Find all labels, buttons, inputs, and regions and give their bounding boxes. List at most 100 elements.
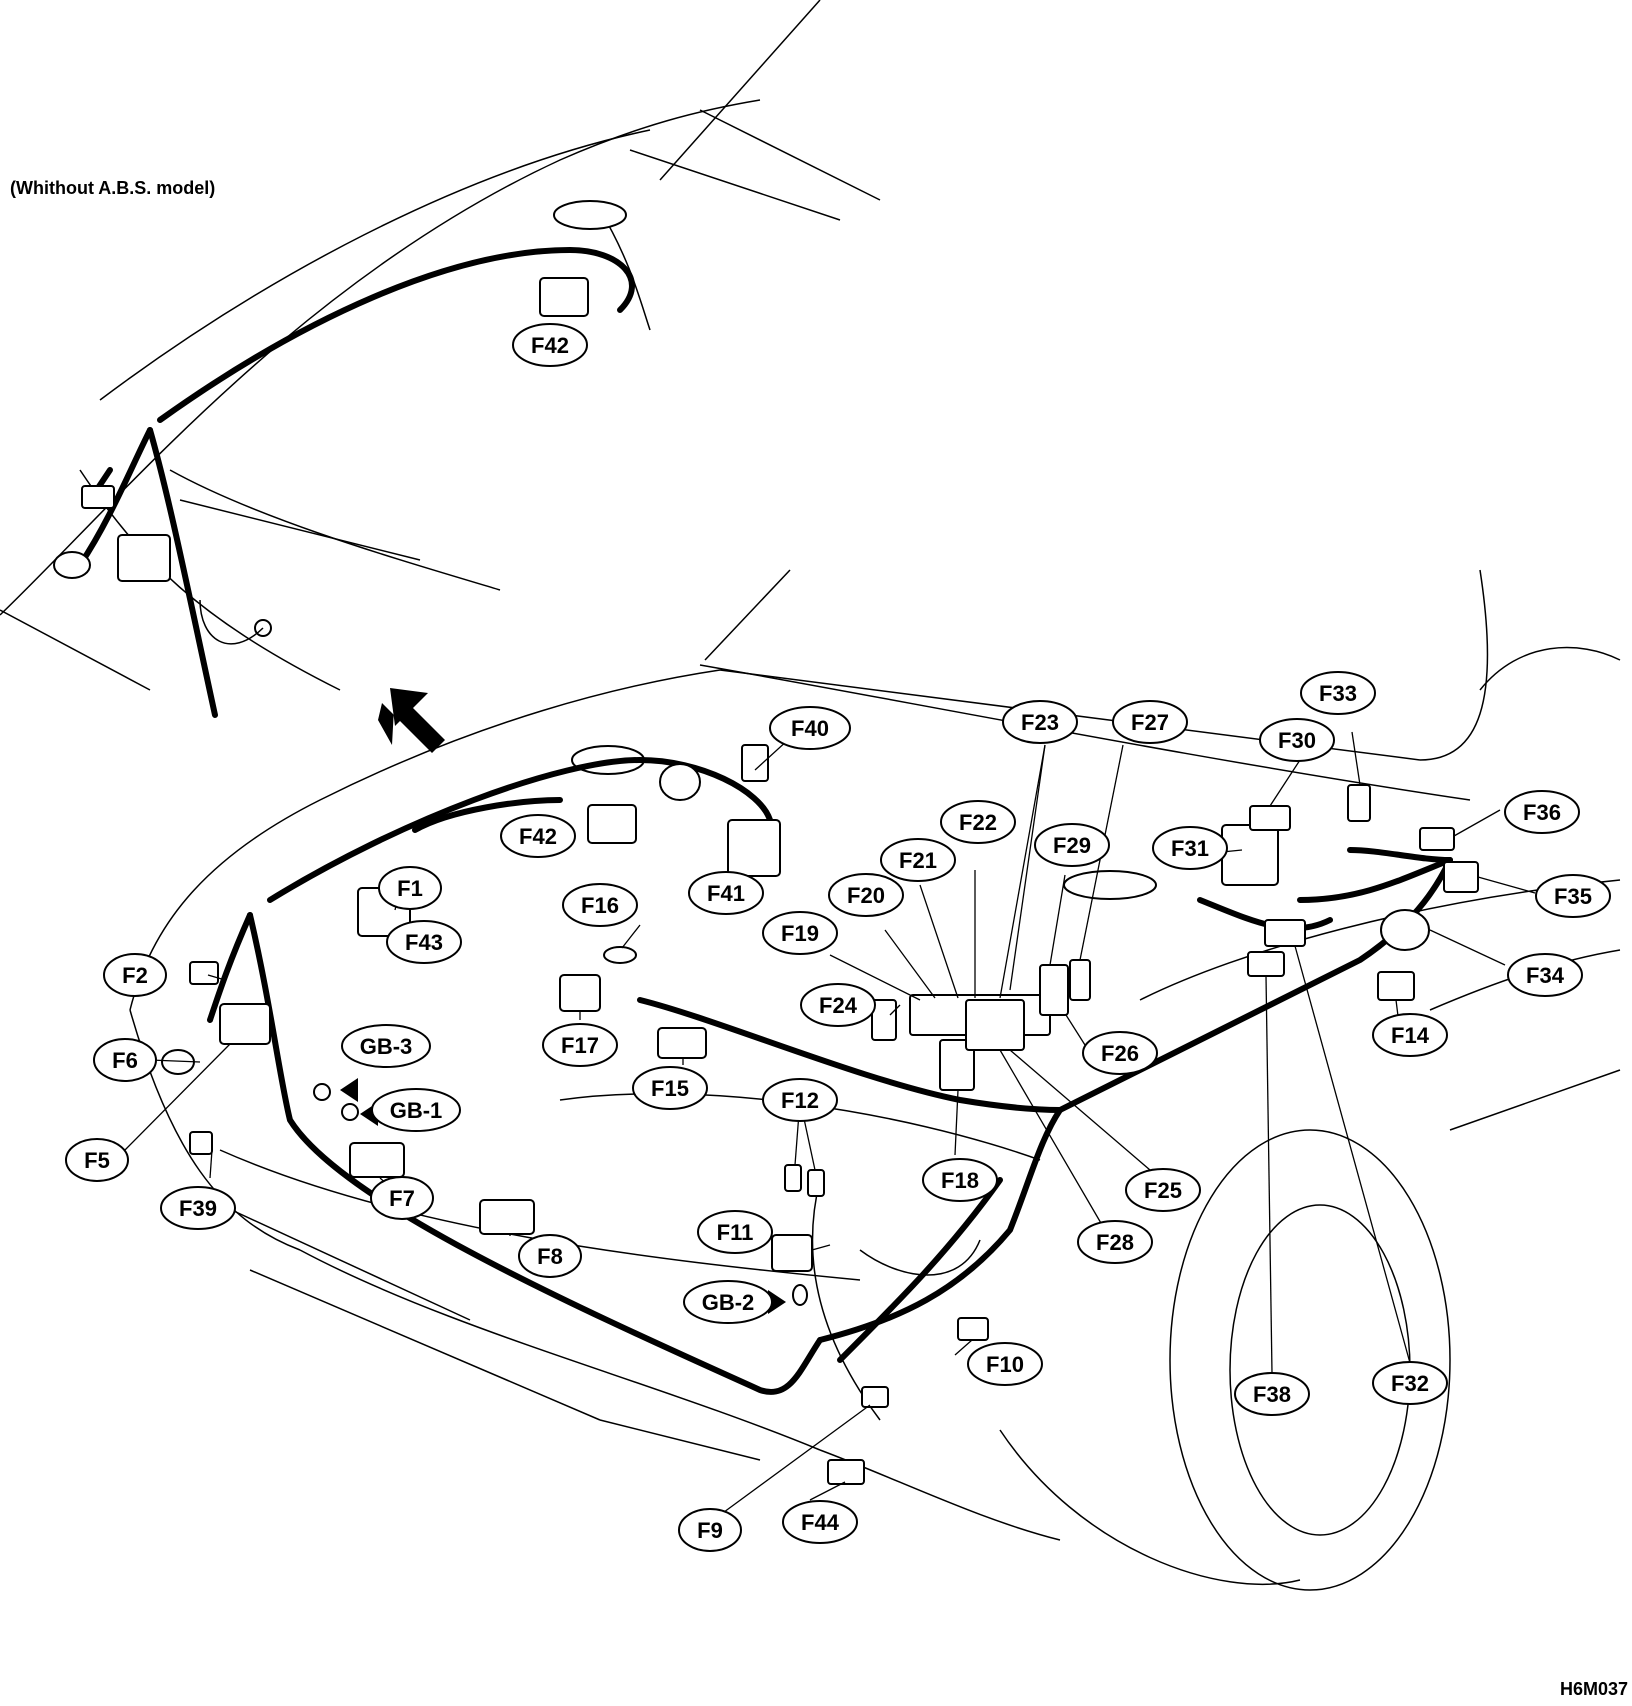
callout-f7: F7 [370,1176,434,1220]
connector-f29 [1069,959,1091,1001]
callout-f26: F26 [1082,1031,1158,1075]
callout-f36: F36 [1504,790,1580,834]
callout-f29: F29 [1034,823,1110,867]
label-f42: F42 [519,824,557,849]
label-f9: F9 [697,1518,723,1543]
label-f38: F38 [1253,1382,1291,1407]
label-f36: F36 [1523,800,1561,825]
callout-f31: F31 [1152,826,1228,870]
label-f14: F14 [1391,1023,1430,1048]
label-f27: F27 [1131,710,1169,735]
grommet-f40 [659,763,701,801]
connector-f5 [219,1003,271,1045]
connector-f7 [349,1142,405,1178]
label-f26: F26 [1101,1041,1139,1066]
label-f1: F1 [397,876,423,901]
callout-f27: F27 [1112,700,1188,744]
main-washer-cap [1063,870,1157,900]
label-f30: F30 [1278,728,1316,753]
label-f29: F29 [1053,833,1091,858]
label-f18: F18 [941,1168,979,1193]
inset-view [0,0,881,718]
connector-f10 [957,1317,989,1341]
connector-f39 [189,1131,213,1155]
connector-f18 [939,1039,975,1091]
callout-f39: F39 [160,1186,236,1230]
label-f17: F17 [561,1033,599,1058]
callout-f21: F21 [880,838,956,882]
label-f34: F34 [1526,963,1565,988]
connector-f17 [559,974,601,1012]
callout-f17: F17 [542,1023,618,1067]
label-f20: F20 [847,883,885,908]
ground-gb2 [792,1284,808,1306]
callout-gb2: GB-2 [683,1280,773,1324]
inset-arrow-icon [378,688,445,753]
ground-gb1 [341,1103,359,1121]
label-f42-inset: F42 [531,333,569,358]
figure-code: H6M037 [1559,1679,1628,1699]
label-f10: F10 [986,1352,1024,1377]
callout-f11: F11 [697,1210,773,1254]
callout-f44: F44 [782,1500,858,1544]
connector-f30 [1249,805,1291,831]
label-f6: F6 [112,1048,138,1073]
label-f35: F35 [1554,884,1592,909]
callout-f14: F14 [1372,1013,1448,1057]
label-f41: F41 [707,881,745,906]
connector-f2 [189,961,219,985]
inset-connector-lower [53,551,91,579]
ground-f16 [603,946,637,964]
callout-f24: F24 [800,983,876,1027]
callout-f32: F32 [1372,1361,1448,1405]
callout-f33: F33 [1300,671,1376,715]
label-f2: F2 [122,963,148,988]
inset-connector-f42 [539,277,589,317]
gb2-arrow-icon [768,1290,786,1314]
label-f22: F22 [959,810,997,835]
label-f12: F12 [781,1088,819,1113]
callout-f38: F38 [1234,1372,1310,1416]
label-f31: F31 [1171,836,1209,861]
label-gb3: GB-3 [360,1034,413,1059]
connector-f36 [1419,827,1455,851]
callout-f35: F35 [1535,874,1611,918]
callout-f12: F12 [762,1078,838,1122]
connector-f8 [479,1199,535,1235]
label-f28: F28 [1096,1230,1134,1255]
callout-f43: F43 [386,920,462,964]
label-f44: F44 [801,1510,840,1535]
connector-f41 [727,819,781,877]
connector-f42 [587,804,637,844]
callout-f34: F34 [1507,953,1583,997]
label-f19: F19 [781,921,819,946]
callout-f18: F18 [922,1158,998,1202]
label-gb1: GB-1 [390,1098,443,1123]
connector-f44 [827,1459,865,1485]
connector-f35 [1443,861,1479,893]
connector-f12-a [784,1164,802,1192]
variant-note: (Whithout A.B.S. model) [10,178,216,198]
callout-f22: F22 [940,800,1016,844]
gb3-arrow-icon [340,1078,358,1102]
callout-gb3: GB-3 [341,1024,431,1068]
callout-f25: F25 [1125,1168,1201,1212]
callout-f10: F10 [967,1342,1043,1386]
callout-f15: F15 [632,1066,708,1110]
callout-f8: F8 [518,1234,582,1278]
callout-f40: F40 [769,706,851,750]
connector-f32 [1264,919,1306,947]
callout-f41: F41 [688,871,764,915]
label-f5: F5 [84,1148,110,1173]
label-f39: F39 [179,1196,217,1221]
label-f11: F11 [717,1220,754,1245]
main-parts [161,744,1479,1485]
main-harness [207,757,1453,1395]
label-f24: F24 [819,993,858,1018]
connector-f9 [861,1386,889,1408]
label-f40: F40 [791,716,829,741]
connector-f11 [771,1234,813,1272]
callout-f19: F19 [762,911,838,955]
callout-gb1: GB-1 [371,1088,461,1132]
